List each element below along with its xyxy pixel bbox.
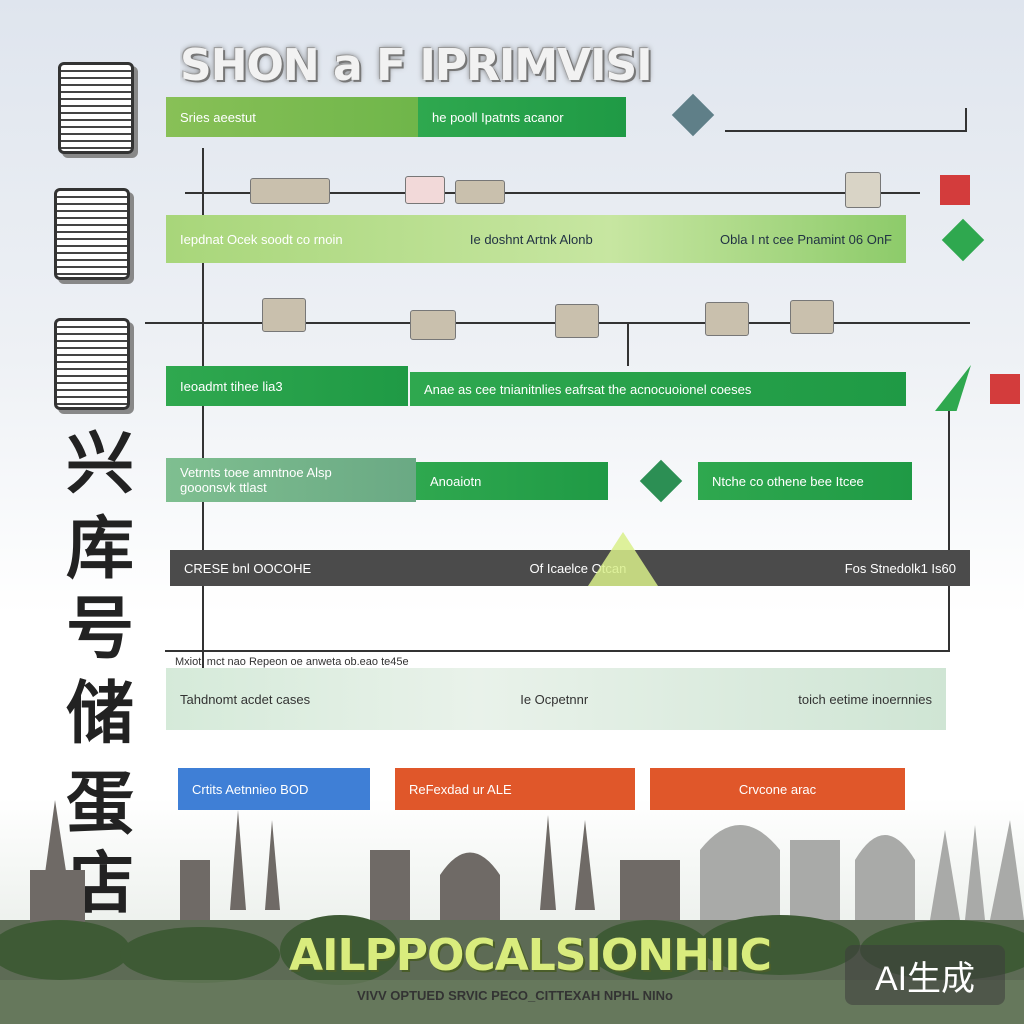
footer-title: AILPPOCALSIONHIIC: [289, 930, 772, 981]
row4-left-label-2: gooonsvk ttlast: [180, 480, 267, 495]
timeline-node: [262, 298, 306, 332]
chinese-glyph: 库: [65, 509, 134, 589]
timeline-node: [705, 302, 749, 336]
horizontal-connector: [165, 650, 950, 652]
row2-left-label: Iepdnat Ocek soodt co rnoin: [180, 231, 343, 247]
row2-mid-label: Ie doshnt Artnk Alonb: [469, 231, 593, 247]
row4-left-bar: Vetrnts toee amntnoe Alsp gooonsvk ttlas…: [166, 458, 416, 502]
timeline-node: [555, 304, 599, 338]
vertical-connector: [965, 108, 967, 132]
diagram-title: SHON a F IPRIMVISI: [180, 40, 653, 91]
row7-left-label: Crtits Aetnnieo BOD: [192, 781, 309, 797]
vertical-connector: [627, 322, 629, 366]
row7-right-bar: Crvcone arac: [650, 768, 905, 810]
flag-icon: [990, 374, 1020, 404]
row4-mid-bar: Anoaiotn: [416, 462, 608, 500]
city-skyline-illustration: [0, 800, 1024, 1024]
vertical-connector: [948, 400, 950, 650]
diamond-icon: [941, 218, 985, 262]
document-icon: [58, 62, 134, 154]
chinese-glyph: 储: [65, 674, 134, 754]
row6-mid-label: Ie Ocpetnnr: [520, 691, 589, 707]
row4-right-label: Ntche co othene bee Itcee: [712, 473, 864, 489]
leaf-icon: [935, 365, 971, 411]
row1-left-bar: Sries aeestut: [166, 97, 418, 137]
row1-right-bar: he pooll Ipatnts acanor: [418, 97, 626, 137]
row1-left-label: Sries aeestut: [180, 109, 256, 125]
ai-generated-badge: AI生成: [845, 945, 1005, 1005]
row1-right-label: he pooll Ipatnts acanor: [432, 109, 564, 125]
timeline-node: [250, 178, 330, 204]
row7-mid-bar: ReFexdad ur ALE: [395, 768, 635, 810]
diamond-icon: [639, 459, 683, 503]
document-icon: [54, 188, 130, 280]
timeline-node: [405, 176, 445, 204]
diamond-icon: [671, 93, 715, 137]
timeline-node: [845, 172, 881, 208]
row5-right-label: Fos Stnedolk1 Is60: [844, 560, 956, 576]
footer-subtitle: VIVV OPTUED SRVIC PECO_CITTEXAH NPHL NIN…: [357, 988, 673, 1003]
row3-right-bar: Anae as cee tnianitnlies eafrsat the acn…: [410, 372, 906, 406]
row3-left-label: Ieoadmt tihee lia3: [180, 378, 283, 394]
row6-left-label: Tahdnomt acdet cases: [180, 691, 311, 707]
row4-mid-label: Anoaiotn: [430, 473, 482, 489]
document-icon: [54, 318, 130, 410]
row7-mid-label: ReFexdad ur ALE: [409, 781, 512, 797]
timeline-line: [185, 192, 920, 194]
timeline-node: [410, 310, 456, 340]
row7-left-bar: Crtits Aetnnieo BOD: [178, 768, 370, 810]
chinese-glyph: 号: [65, 589, 134, 669]
horizontal-connector: [725, 130, 965, 132]
chinese-glyph: 兴: [65, 424, 134, 504]
chinese-glyph: 蛋: [65, 764, 134, 844]
row2-right-label: Obla I nt cee Pnamint 06 OnF: [720, 231, 892, 247]
row4-right-bar: Ntche co othene bee Itcee: [698, 462, 912, 500]
row3-right-label: Anae as cee tnianitnlies eafrsat the acn…: [424, 381, 752, 397]
row5-bar: CRESE bnl OOCOHE Of Icaelce Otcan Fos St…: [170, 550, 970, 586]
row6-bar: Tahdnomt acdet cases Ie Ocpetnnr toich e…: [166, 668, 946, 730]
row4-left-label: Vetrnts toee amntnoe Alsp: [180, 465, 332, 480]
flag-icon: [940, 175, 970, 205]
row6-right-label: toich eetime inoernnies: [798, 691, 932, 707]
timeline-node: [455, 180, 505, 204]
timeline-node: [790, 300, 834, 334]
row2-bar: Iepdnat Ocek soodt co rnoin Ie doshnt Ar…: [166, 215, 906, 263]
row6-header-label: Mxiotl mct nao Repeon oe anweta ob.eao t…: [175, 656, 409, 668]
row5-left-label: CRESE bnl OOCOHE: [184, 560, 312, 576]
row3-left-bar: Ieoadmt tihee lia3: [166, 366, 408, 406]
vertical-connector: [202, 148, 204, 723]
row7-right-label: Crvcone arac: [738, 781, 817, 797]
